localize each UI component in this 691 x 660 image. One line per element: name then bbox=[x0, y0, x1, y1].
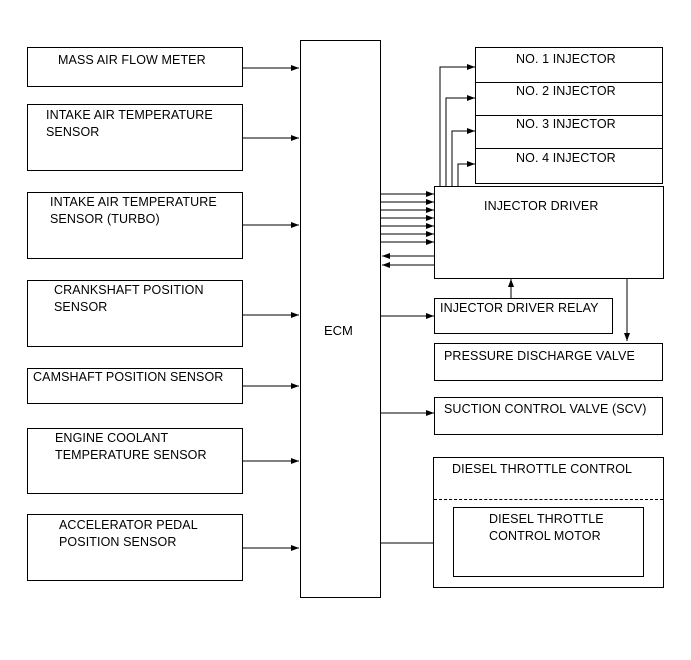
wire-driver-to-injector-3 bbox=[451, 128, 475, 186]
ecm-label: ECM bbox=[324, 323, 353, 338]
injector-driver-label: INJECTOR DRIVER bbox=[484, 199, 599, 213]
suction-control-valve-box: SUCTION CONTROL VALVE (SCV) bbox=[434, 397, 663, 435]
injector-4-label: NO. 4 INJECTOR bbox=[516, 151, 616, 165]
accelerator-pedal-position-sensor-label: ACCELERATOR PEDAL POSITION SENSOR bbox=[59, 518, 198, 549]
injector-driver-relay-label: INJECTOR DRIVER RELAY bbox=[440, 301, 599, 315]
crankshaft-position-sensor-box: CRANKSHAFT POSITION SENSOR bbox=[27, 280, 243, 347]
injector-2-label: NO. 2 INJECTOR bbox=[516, 84, 616, 98]
injector-4-box: NO. 4 INJECTOR bbox=[475, 148, 663, 184]
injector-3-box: NO. 3 INJECTOR bbox=[475, 115, 663, 149]
injector-2-box: NO. 2 INJECTOR bbox=[475, 82, 663, 116]
engine-coolant-temp-sensor-box: ENGINE COOLANT TEMPERATURE SENSOR bbox=[27, 428, 243, 494]
diesel-throttle-control-label: DIESEL THROTTLE CONTROL bbox=[452, 462, 633, 476]
wire-driver-to-injector-4 bbox=[457, 161, 475, 186]
intake-air-temp-sensor-label: INTAKE AIR TEMPERATURE SENSOR bbox=[46, 108, 213, 139]
diesel-throttle-control-motor-box: DIESEL THROTTLE CONTROL MOTOR bbox=[453, 507, 644, 577]
mass-air-flow-meter-label: MASS AIR FLOW METER bbox=[58, 53, 206, 67]
intake-air-temp-sensor-box: INTAKE AIR TEMPERATURE SENSOR bbox=[27, 104, 243, 171]
camshaft-position-sensor-label: CAMSHAFT POSITION SENSOR bbox=[33, 370, 224, 384]
accelerator-pedal-position-sensor-box: ACCELERATOR PEDAL POSITION SENSOR bbox=[27, 514, 243, 581]
diesel-throttle-control-divider bbox=[434, 499, 663, 500]
camshaft-position-sensor-box: CAMSHAFT POSITION SENSOR bbox=[27, 368, 243, 404]
injector-driver-relay-box: INJECTOR DRIVER RELAY bbox=[434, 298, 613, 334]
diesel-throttle-control-motor-label: DIESEL THROTTLE CONTROL MOTOR bbox=[489, 512, 604, 543]
intake-air-temp-sensor-turbo-label: INTAKE AIR TEMPERATURE SENSOR (TURBO) bbox=[50, 195, 217, 226]
injector-1-box: NO. 1 INJECTOR bbox=[475, 47, 663, 83]
engine-coolant-temp-sensor-label: ENGINE COOLANT TEMPERATURE SENSOR bbox=[55, 431, 207, 462]
mass-air-flow-meter-box: MASS AIR FLOW METER bbox=[27, 47, 243, 87]
crankshaft-position-sensor-label: CRANKSHAFT POSITION SENSOR bbox=[54, 283, 204, 314]
injector-1-label: NO. 1 INJECTOR bbox=[516, 52, 616, 66]
suction-control-valve-label: SUCTION CONTROL VALVE (SCV) bbox=[444, 402, 647, 416]
intake-air-temp-sensor-turbo-box: INTAKE AIR TEMPERATURE SENSOR (TURBO) bbox=[27, 192, 243, 259]
wire-driver-to-injector-2 bbox=[445, 95, 475, 186]
pressure-discharge-valve-box: PRESSURE DISCHARGE VALVE bbox=[434, 343, 663, 381]
injector-driver-box: INJECTOR DRIVER bbox=[434, 186, 664, 279]
ecm-box bbox=[300, 40, 381, 598]
wire-driver-to-injector-1 bbox=[439, 64, 475, 186]
pressure-discharge-valve-label: PRESSURE DISCHARGE VALVE bbox=[444, 349, 635, 363]
injector-3-label: NO. 3 INJECTOR bbox=[516, 117, 616, 131]
